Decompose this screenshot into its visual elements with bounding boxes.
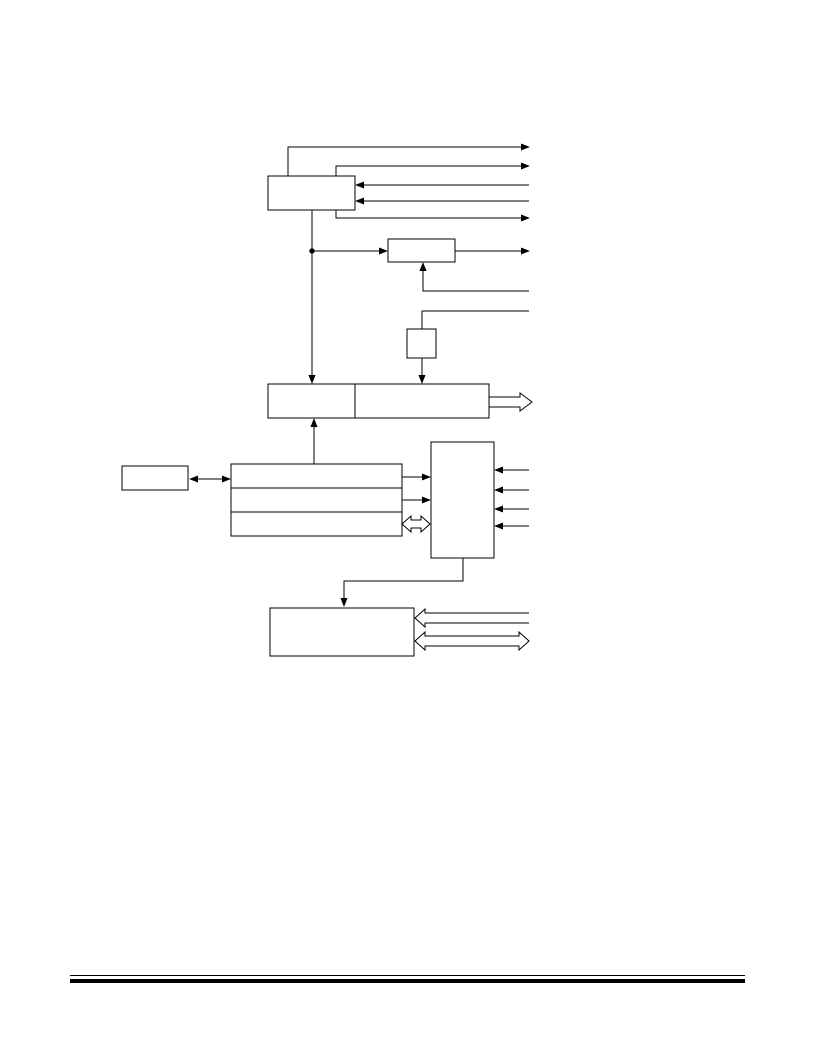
footer-rule-thin xyxy=(70,975,745,976)
bus-arrow-in xyxy=(414,607,529,629)
bus-arrow-out xyxy=(489,392,533,412)
tall-box-block xyxy=(430,441,495,559)
signal-out-1 xyxy=(287,143,530,176)
footer-rule-thick xyxy=(70,979,745,983)
signal-in-3 xyxy=(419,262,529,292)
mid-register-block xyxy=(387,238,456,263)
small-square-block xyxy=(406,328,437,359)
signal-out-3 xyxy=(335,210,530,222)
signal-out-2 xyxy=(335,162,530,176)
bus-arrow-bidir xyxy=(414,630,530,652)
signal-in-4 xyxy=(421,310,529,329)
side-box-block xyxy=(121,465,189,491)
top-control-block xyxy=(267,175,356,211)
stack-block xyxy=(230,463,403,537)
stack-row-3-bus xyxy=(401,514,431,534)
wide-block xyxy=(267,383,490,419)
tall-to-bottom xyxy=(340,558,464,607)
bottom-box-block xyxy=(269,607,415,657)
